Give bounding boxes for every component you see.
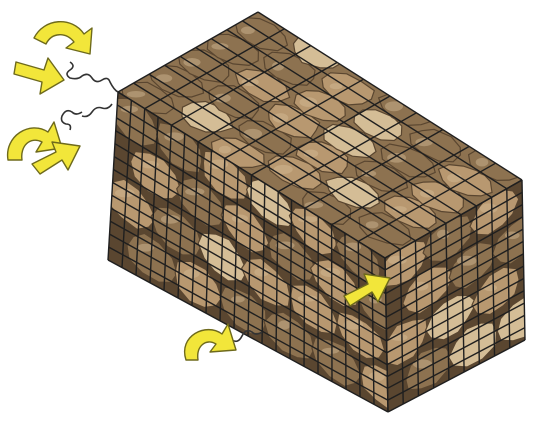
stone-highlight xyxy=(127,91,145,97)
stone-highlight xyxy=(243,129,262,139)
rotate-arrow-bottom-icon xyxy=(185,324,236,360)
stone-highlight xyxy=(231,296,245,302)
stone-highlight xyxy=(415,138,432,146)
stone-highlight xyxy=(330,83,343,89)
binding-wire-mid xyxy=(62,111,83,130)
stone-highlight xyxy=(273,113,289,122)
binding-wire-mid-2 xyxy=(82,104,112,117)
stone-highlight xyxy=(387,153,406,163)
stone-highlight xyxy=(156,74,172,82)
binding-wire-top xyxy=(67,62,118,92)
stone-highlight xyxy=(476,158,489,167)
stone-highlight xyxy=(366,221,379,228)
rotate-arrow-top-left-icon xyxy=(34,22,92,54)
push-arrow-top-left-icon xyxy=(14,58,64,94)
stone-highlight xyxy=(219,146,231,154)
stone-highlight xyxy=(300,97,318,107)
